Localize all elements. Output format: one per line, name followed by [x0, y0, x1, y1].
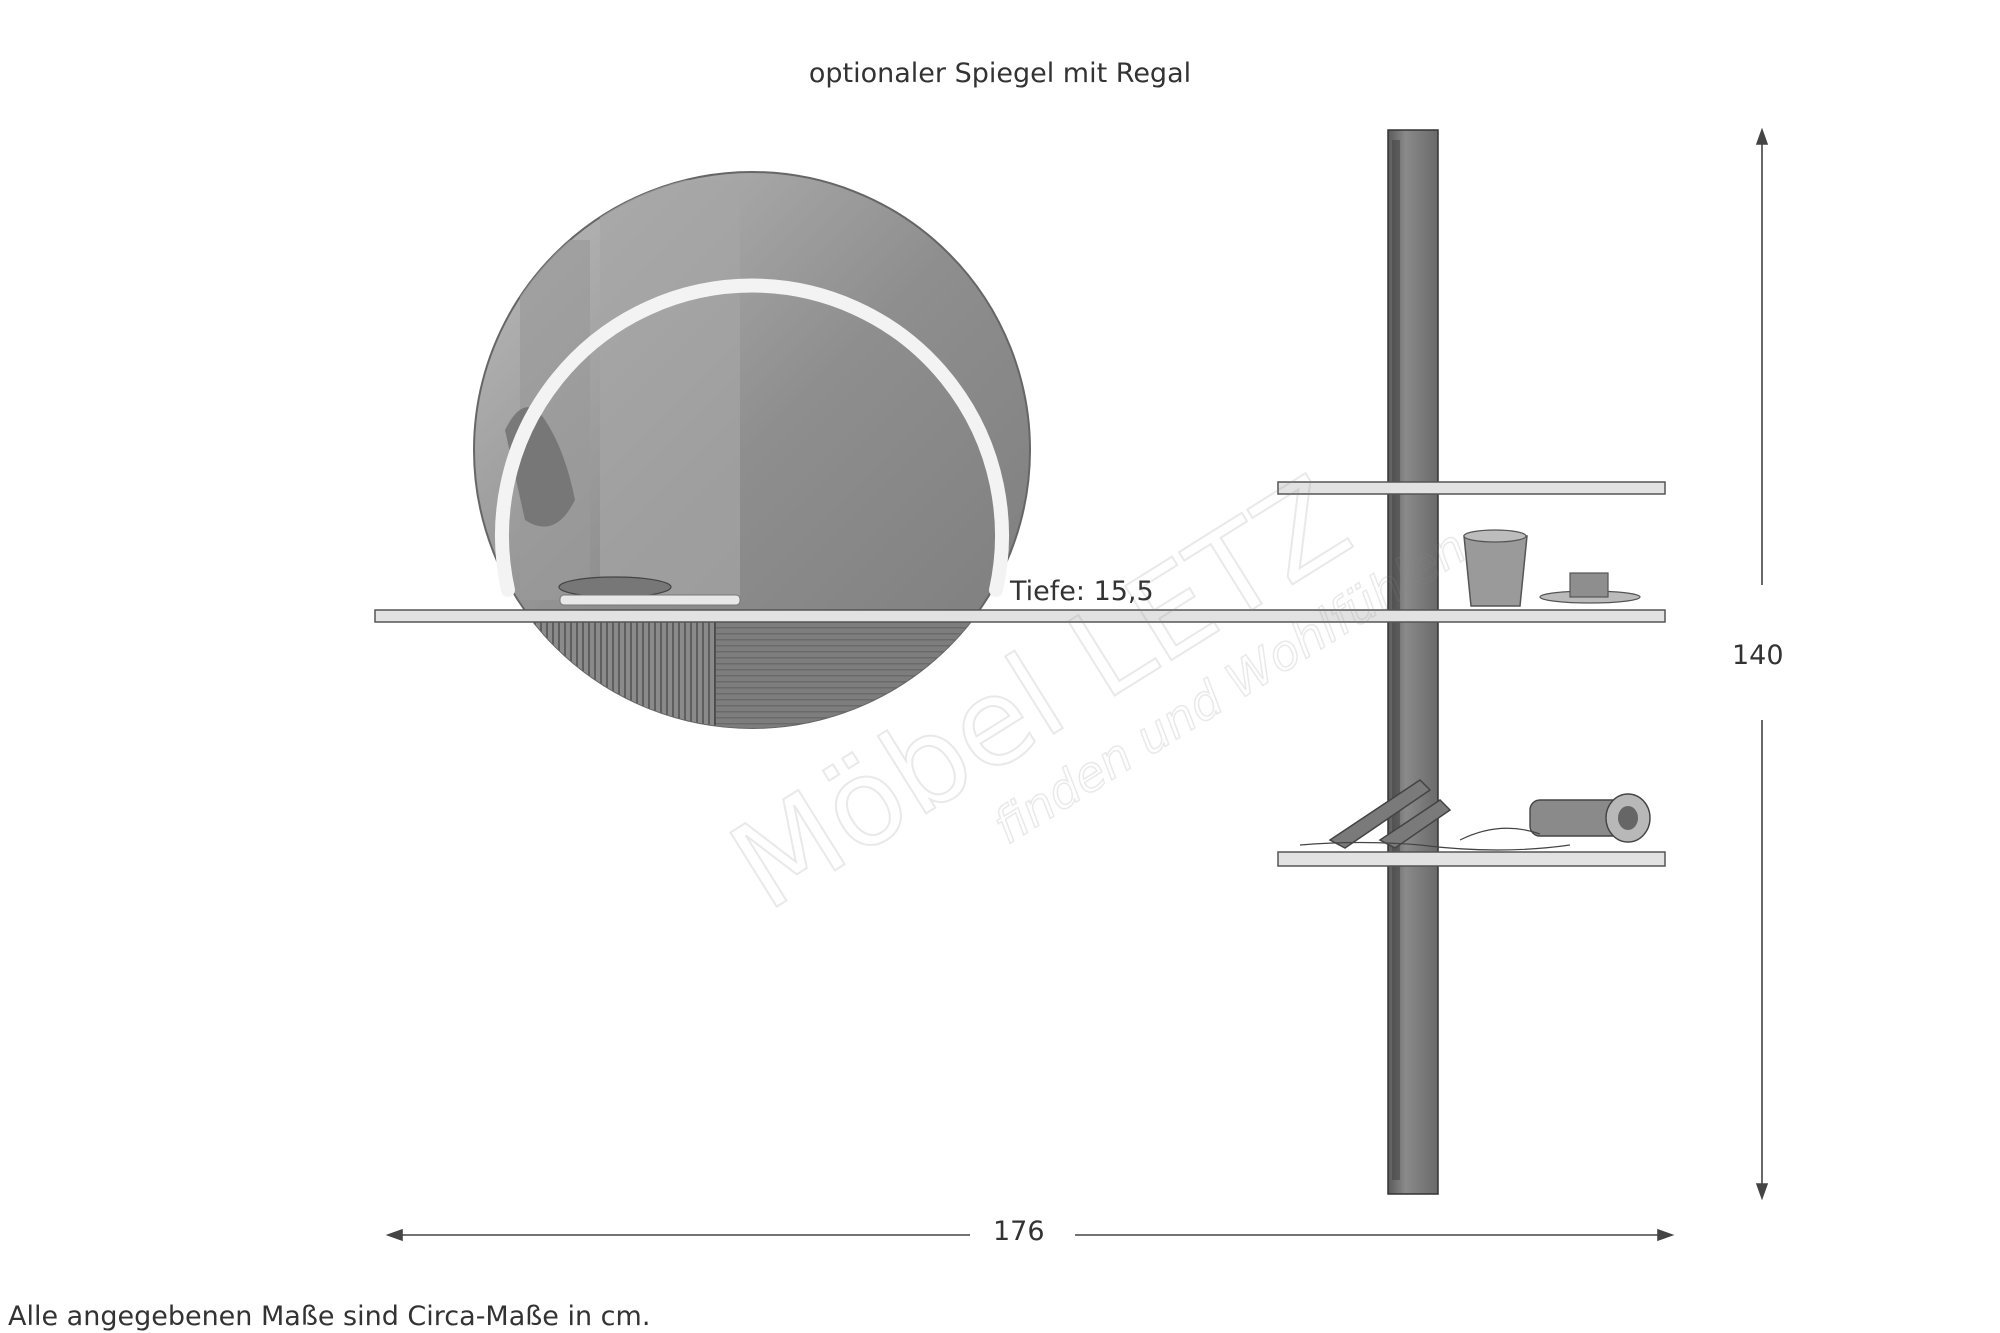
height-dimension-label: 140 [1732, 640, 1784, 671]
width-dimension-label: 176 [993, 1216, 1045, 1247]
brush-object [558, 576, 741, 606]
shelf-post [1387, 129, 1439, 1195]
height-dimension-line [1755, 127, 1769, 1201]
dish-object [1539, 572, 1641, 604]
main-shelf [374, 609, 1666, 623]
upper-shelf [1277, 481, 1666, 495]
depth-dimension-label: Tiefe: 15,5 [1010, 576, 1154, 607]
cup-object [1463, 529, 1528, 607]
straightener-object [1299, 779, 1571, 851]
footnote: Alle angegebenen Maße sind Circa-Maße in… [8, 1301, 651, 1332]
lower-shelf [1277, 851, 1666, 867]
drawing-title: optionaler Spiegel mit Regal [808, 58, 1192, 89]
width-dimension-line [385, 1228, 1675, 1242]
hair-dryer-object [1529, 793, 1651, 843]
